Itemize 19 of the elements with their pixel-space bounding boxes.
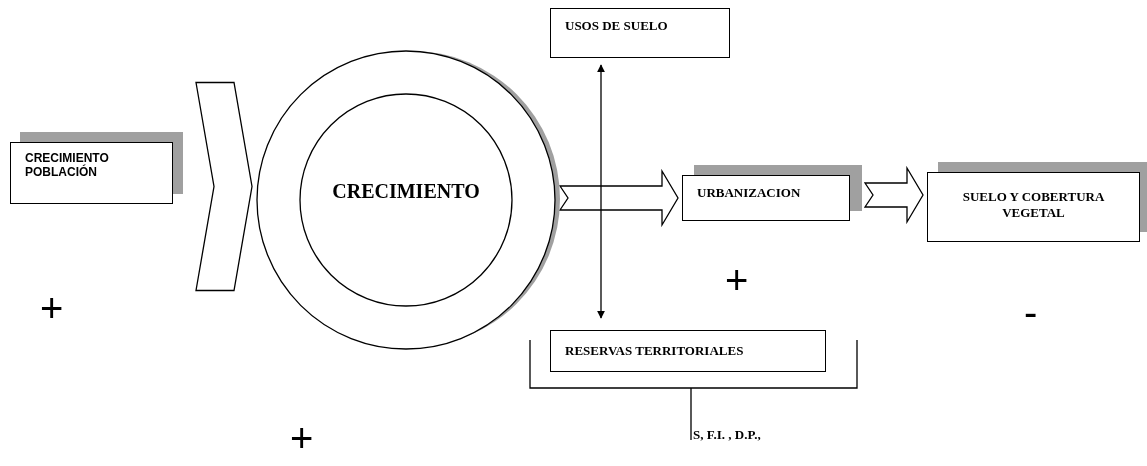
- node-label: SUELO Y COBERTURA VEGETAL: [961, 189, 1106, 221]
- sign-label: +: [725, 260, 749, 300]
- double-arrow: [597, 64, 605, 319]
- node-label: CRECIMIENTO POBLACIÓN: [25, 151, 110, 179]
- note-text: S, F.I. , D.P.,: [693, 428, 761, 441]
- process-box: [550, 330, 826, 372]
- sign-label: +: [40, 288, 64, 328]
- process-box: [682, 175, 850, 221]
- sign-label: +: [290, 418, 314, 458]
- process-box: [927, 172, 1140, 242]
- block-arrow: [558, 168, 679, 228]
- node-label: USOS DE SUELO: [565, 18, 669, 34]
- process-box: [550, 8, 730, 58]
- chevron-arrow: [195, 81, 253, 292]
- node-label: RESERVAS TERRITORIALES: [565, 343, 745, 359]
- block-arrow: [863, 165, 924, 225]
- node-label: URBANIZACION: [697, 185, 802, 201]
- sign-label: -: [1024, 292, 1038, 332]
- process-box: [10, 142, 173, 204]
